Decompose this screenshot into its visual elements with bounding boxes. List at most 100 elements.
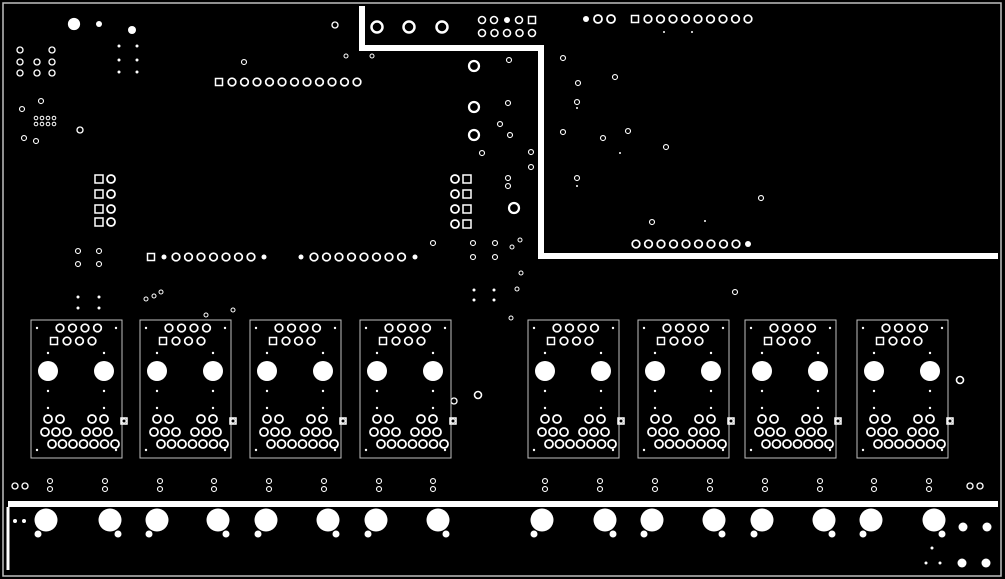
pad-dot <box>321 389 325 393</box>
module-pin <box>925 439 936 449</box>
module-pin <box>669 336 679 346</box>
pad-dot <box>957 558 967 568</box>
module-pin <box>817 427 827 437</box>
pad-ring <box>469 253 477 261</box>
pad-ring <box>343 53 349 59</box>
module-pin <box>873 439 883 449</box>
module-pin-square <box>378 336 388 346</box>
via <box>117 44 121 48</box>
jack-pin <box>859 530 867 538</box>
module-pin <box>416 336 426 346</box>
pad-dot <box>872 389 876 393</box>
pad-ring <box>87 414 97 424</box>
via <box>96 21 102 27</box>
pad-ring <box>196 414 206 424</box>
pad-dot <box>155 389 159 393</box>
pad-ring <box>913 414 923 424</box>
large-mount-pad <box>313 361 333 381</box>
module-pin <box>771 439 782 449</box>
pad-ring <box>152 414 162 424</box>
module-pin <box>397 439 407 449</box>
module-pin <box>409 323 419 333</box>
pad-ring <box>203 312 209 318</box>
module-pin <box>824 439 834 449</box>
header-pin <box>346 252 357 262</box>
header-pin <box>334 252 344 262</box>
module-pin <box>156 439 166 449</box>
via-ring <box>39 121 45 127</box>
pad-ring <box>262 414 272 424</box>
pad-ring <box>106 174 116 184</box>
module-pin <box>110 439 120 449</box>
module-pin <box>428 439 439 449</box>
module-pin <box>647 427 657 437</box>
module-pin <box>681 336 692 346</box>
header-pin <box>477 28 487 38</box>
pad-dot <box>46 406 50 410</box>
module-pin <box>322 427 332 437</box>
module-pin <box>176 323 187 333</box>
test-point-square <box>449 417 457 425</box>
module-pin <box>300 427 310 437</box>
jack-pin <box>828 530 836 538</box>
module-pin <box>776 336 786 346</box>
pad-dot <box>816 351 820 355</box>
module-pin <box>299 323 309 333</box>
pad-dot <box>982 522 992 532</box>
module-pin <box>308 439 318 449</box>
pad-ring <box>477 15 487 25</box>
pad-ring <box>527 148 535 156</box>
module-pin <box>306 336 316 346</box>
via-ring <box>611 73 619 81</box>
large-mount-pad <box>147 361 167 381</box>
via-ring <box>651 485 659 493</box>
pad-dot <box>861 326 865 330</box>
pad-dot <box>223 326 227 330</box>
pad-dot <box>265 406 269 410</box>
pad-dot <box>872 351 876 355</box>
pad-ring <box>955 375 965 385</box>
large-mount-pad <box>423 361 443 381</box>
module-pin <box>537 427 547 437</box>
pad-dot <box>543 406 547 410</box>
via-ring <box>706 485 714 493</box>
jack-pad <box>254 508 278 532</box>
pad-ring <box>947 418 953 424</box>
module-pin <box>806 427 816 437</box>
via-ring <box>429 477 437 485</box>
pad-ring <box>95 260 103 268</box>
header-pin <box>321 252 332 262</box>
pad-ring <box>43 414 53 424</box>
module-pin <box>894 439 904 449</box>
module-pin <box>754 427 764 437</box>
header-pin <box>327 77 337 87</box>
pad-ring <box>18 105 26 113</box>
pad-dot <box>816 389 820 393</box>
pad-ring <box>416 414 426 424</box>
pad-ring <box>331 21 339 29</box>
square-pad <box>94 174 104 184</box>
module-pin <box>658 427 668 437</box>
test-point-square <box>946 417 954 425</box>
large-pad <box>370 20 384 34</box>
pad-dot <box>211 389 215 393</box>
pad-dot <box>599 389 603 393</box>
header-pin <box>731 239 741 249</box>
jack-pad <box>145 508 169 532</box>
pad-dot <box>69 19 79 29</box>
pad-ring <box>230 307 236 313</box>
module-pin <box>761 439 771 449</box>
pad-dot <box>375 351 379 355</box>
pad-ring <box>67 17 81 31</box>
module-pin <box>89 439 99 449</box>
pad-ring <box>37 97 45 105</box>
header-pin <box>655 14 666 24</box>
module-pin <box>281 427 291 437</box>
via-ring <box>210 485 218 493</box>
jack-pin <box>530 530 538 538</box>
pad-ring <box>508 315 514 321</box>
via-ring <box>101 477 109 485</box>
via-ring <box>651 477 659 485</box>
pad-dot <box>102 406 106 410</box>
